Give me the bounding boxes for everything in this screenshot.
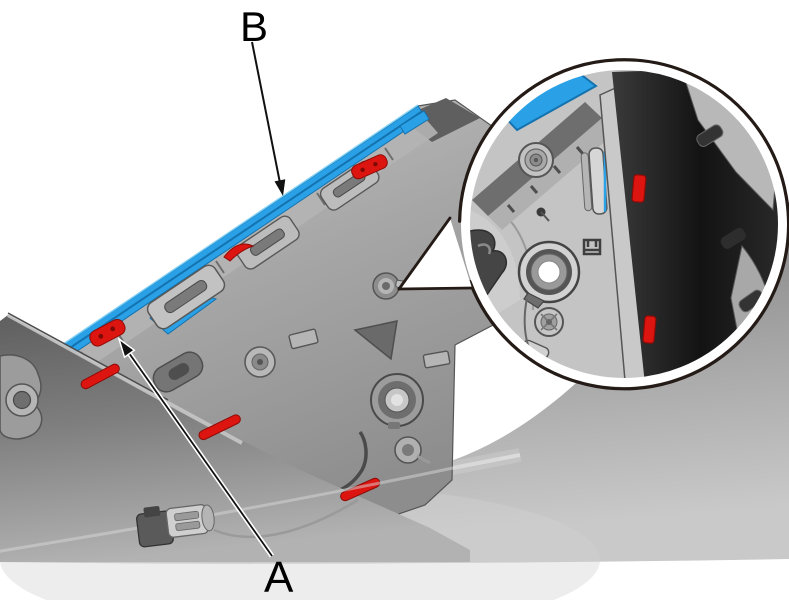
- triangle-recess: [353, 320, 398, 361]
- inset-socket: [517, 240, 581, 309]
- wedge-pointer: [397, 216, 474, 291]
- inset-dark-ring: [458, 58, 789, 391]
- inset-white-ring: [461, 61, 787, 387]
- bulb-socket: [370, 373, 424, 429]
- inset-square-clip: [582, 238, 602, 256]
- mount-tabs: [288, 328, 451, 369]
- bolt-left: [244, 346, 276, 378]
- retaining-clip-a: [89, 318, 126, 347]
- inset-tab: [580, 147, 608, 215]
- oval-recess: [152, 351, 204, 393]
- hook-bracket: [0, 354, 43, 440]
- callout-line-a: [117, 337, 275, 558]
- inset-clip-red-upper: [631, 174, 647, 203]
- magnifier-inset: [458, 58, 789, 391]
- retaining-clip-top: [351, 154, 388, 180]
- inset-detail: [469, 69, 779, 379]
- inset-clip-red-lower: [642, 315, 657, 344]
- callout-label-a: A: [264, 553, 294, 600]
- wiring-connector: [136, 504, 215, 548]
- inset-screw: [518, 142, 554, 178]
- connector-wire: [213, 498, 359, 539]
- bolt-lower: [394, 436, 431, 465]
- fender-panel: [0, 312, 501, 562]
- retaining-clip-mid: [223, 243, 255, 262]
- callout-arrow-b: [251, 41, 286, 196]
- inset-bolt: [534, 307, 564, 337]
- callout-label-b: B: [240, 3, 269, 50]
